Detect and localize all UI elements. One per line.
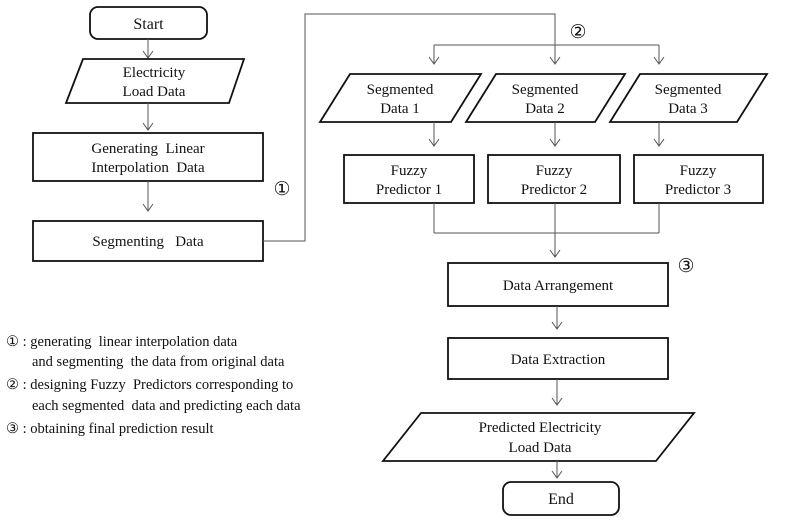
fuzzy3-label-line2: Predictor 3 <box>665 182 731 198</box>
predicted-label-line1: Predicted Electricity <box>479 420 602 436</box>
arrow-head <box>551 321 563 330</box>
arrow-head <box>549 56 561 65</box>
step3-marker: ③ <box>677 256 694 277</box>
seg1-label-line1: Segmented <box>367 82 434 98</box>
fuzzy-predictor-2-node: Fuzzy Predictor 2 <box>487 154 621 204</box>
arrow-head <box>551 397 563 406</box>
fuzzy1-label-line2: Predictor 1 <box>376 182 442 198</box>
data-extraction-node: Data Extraction <box>447 337 669 380</box>
load-data-label-line1: Electricity <box>123 65 186 81</box>
segmented-data-3-node: Segmented Data 3 <box>608 73 769 123</box>
seg3-label-line2: Data 3 <box>668 101 708 117</box>
predicted-label-line2: Load Data <box>509 440 572 456</box>
step2-marker: ② <box>569 22 586 43</box>
arrangement-label: Data Arrangement <box>503 278 614 294</box>
arrow-head <box>142 50 154 59</box>
legend-line-5: ③ : obtaining final prediction result <box>6 421 214 437</box>
start-label: Start <box>133 16 164 33</box>
arrow-head <box>428 138 440 147</box>
segment-connector <box>263 13 556 242</box>
legend-line-1: ① : generating linear interpolation data <box>6 334 238 350</box>
seg2-label-line2: Data 2 <box>525 101 565 117</box>
fuzzy1-label-line1: Fuzzy <box>391 163 428 179</box>
fuzzy2-label-line2: Predictor 2 <box>521 182 587 198</box>
arrow-head <box>653 138 665 147</box>
seg1-label-line2: Data 1 <box>380 101 420 117</box>
legend: ① : generating linear interpolation data… <box>6 334 301 437</box>
fuzzy3-label-line1: Fuzzy <box>680 163 717 179</box>
start-node: Start <box>89 6 208 40</box>
legend-line-4: each segmented data and predicting each … <box>32 398 301 414</box>
legend-line-2: and segmenting the data from original da… <box>32 354 285 370</box>
arrow-head <box>428 56 440 65</box>
interp-label-line1: Generating Linear <box>91 141 204 157</box>
end-label: End <box>548 491 574 508</box>
legend-line-3: ② : designing Fuzzy Predictors correspon… <box>6 377 293 393</box>
arrow-head <box>549 138 561 147</box>
arrow-head <box>142 122 154 131</box>
segmenting-data-node: Segmenting Data <box>32 220 264 262</box>
seg3-label-line1: Segmented <box>655 82 722 98</box>
segmented-data-1-node: Segmented Data 1 <box>318 73 483 123</box>
arrow-head <box>142 203 154 212</box>
end-node: End <box>502 481 620 516</box>
interp-label-line2: Interpolation Data <box>91 160 205 176</box>
step1-marker: ① <box>273 179 290 200</box>
seg2-label-line1: Segmented <box>512 82 579 98</box>
arrow-head <box>549 249 561 258</box>
extraction-label: Data Extraction <box>511 352 606 368</box>
predicted-load-data-node: Predicted Electricity Load Data <box>381 412 696 462</box>
fuzzy-predictor-3-node: Fuzzy Predictor 3 <box>633 154 764 204</box>
segmented-data-2-node: Segmented Data 2 <box>464 73 627 123</box>
arrow-head <box>551 470 563 479</box>
electricity-load-data-node: Electricity Load Data <box>64 58 246 104</box>
segmenting-label: Segmenting Data <box>92 234 204 250</box>
generating-interpolation-node: Generating Linear Interpolation Data <box>32 132 264 182</box>
fuzzy2-label-line1: Fuzzy <box>536 163 573 179</box>
fuzzy-predictor-1-node: Fuzzy Predictor 1 <box>343 154 475 204</box>
load-data-label-line2: Load Data <box>123 84 186 100</box>
arrow-head <box>653 56 665 65</box>
data-arrangement-node: Data Arrangement <box>447 262 669 307</box>
